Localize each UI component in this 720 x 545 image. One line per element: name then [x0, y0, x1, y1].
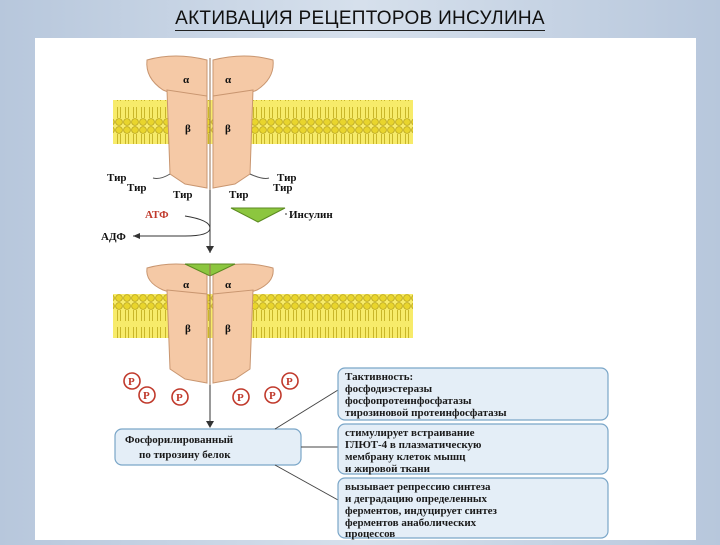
tyr-label-2: Тир [127, 182, 147, 194]
phosphate-circle [281, 372, 299, 390]
phosphorylated-protein-box: Фосфорилированный по тирозину белок [114, 428, 302, 466]
phosphate-circle [123, 372, 141, 390]
alpha-label-right-active: α [225, 279, 232, 291]
effect-line: процессов [345, 528, 395, 540]
active-receptor: α α β β P P P P P P [113, 263, 413, 428]
phosphate-groups: P P P P P P [123, 372, 299, 406]
effect-box-1: Тактивность: фосфодиэстеразы фосфопротеи… [337, 367, 609, 421]
beta-label-right-active: β [225, 323, 231, 335]
effect-line: фосфодиэстеразы [345, 383, 433, 395]
protein-box-line: по тирозину белок [139, 449, 231, 461]
tyr-label-5: Тир [273, 182, 293, 194]
activation-step: АТФ АДФ Инсулин [101, 190, 333, 253]
adp-label: АДФ [101, 231, 126, 243]
beta-subunit-right [212, 89, 254, 189]
effect-line: и жировой ткани [345, 463, 431, 475]
beta-subunit-left-active [166, 289, 208, 384]
phosphate-circle [171, 388, 189, 406]
phosphate-label: P [237, 392, 244, 404]
membrane-top [113, 100, 413, 144]
beta-label-left-active: β [185, 323, 191, 335]
diagram-panel: α α β β Тир Тир Тир Тир Тир Тир АТФ АДФ … [35, 38, 696, 540]
effect-line: мембрану клеток мышц [345, 451, 466, 463]
beta-subunit-left [166, 89, 208, 189]
alpha-label-left: α [183, 74, 190, 86]
tyr-label-6: Тир [277, 172, 297, 184]
beta-label-left: β [185, 123, 191, 135]
membrane-bottom [113, 294, 413, 338]
effect-line: ГЛЮТ-4 в плазматическую [345, 439, 481, 451]
insulin-label: Инсулин [289, 209, 333, 221]
phosphate-label: P [143, 390, 150, 402]
tyr-label-1: Тир [107, 172, 127, 184]
effect-line: и деградацию определенных [345, 493, 488, 505]
effect-line: вызывает репрессию синтеза [345, 481, 491, 493]
alpha-subunit-right [212, 55, 274, 98]
effect-line: стимулирует встраивание [345, 427, 475, 439]
phosphate-label: P [128, 376, 135, 388]
slide-title-text: АКТИВАЦИЯ РЕЦЕПТОРОВ ИНСУЛИНА [175, 8, 545, 31]
effect-line: ферментов, индуцирует синтез [345, 505, 498, 517]
phosphate-label: P [286, 376, 293, 388]
phosphate-circle [264, 386, 282, 404]
effect-line: Тактивность: [345, 371, 413, 383]
effect-line: тирозиновой протеинфосфатазы [345, 407, 507, 419]
tyr-label-3: Тир [173, 189, 193, 201]
insulin-receptor-diagram: α α β β Тир Тир Тир Тир Тир Тир АТФ АДФ … [101, 55, 609, 540]
effect-box-2: стимулирует встраивание ГЛЮТ-4 в плазмат… [337, 423, 609, 475]
atp-label: АТФ [145, 209, 169, 221]
phosphate-circle [138, 386, 156, 404]
insulin-shape [230, 207, 286, 223]
alpha-label-left-active: α [183, 279, 190, 291]
slide-title: АКТИВАЦИЯ РЕЦЕПТОРОВ ИНСУЛИНА [0, 8, 720, 31]
effect-box-3: вызывает репрессию синтеза и деградацию … [337, 477, 609, 540]
tyr-label-4: Тир [229, 189, 249, 201]
effect-line: фосфопротеинфосфатазы [345, 395, 472, 407]
beta-subunit-right-active [212, 289, 254, 384]
protein-box-line: Фосфорилированный [125, 434, 234, 446]
phosphate-circle [232, 388, 250, 406]
phosphate-label: P [269, 390, 276, 402]
effect-line: ферментов анаболических [345, 517, 477, 529]
inactive-receptor: α α β β Тир Тир Тир Тир Тир Тир [107, 55, 413, 201]
beta-label-right: β [225, 123, 231, 135]
phosphate-label: P [176, 392, 183, 404]
effect-connectors [274, 389, 339, 501]
alpha-label-right: α [225, 74, 232, 86]
alpha-subunit-left [146, 55, 208, 98]
